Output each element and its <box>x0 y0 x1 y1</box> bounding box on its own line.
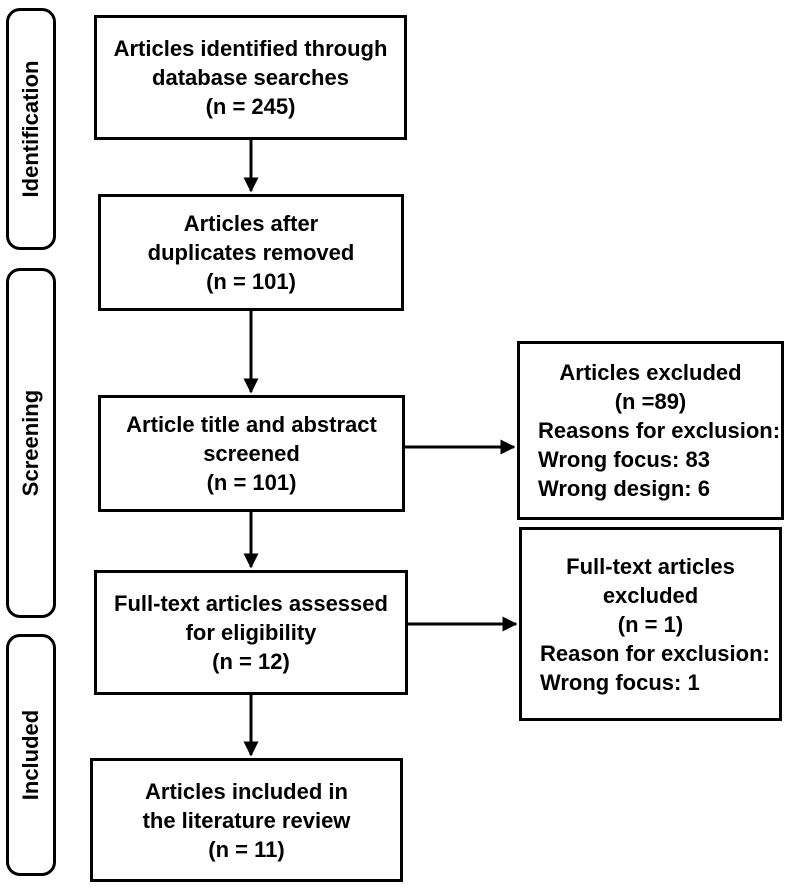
stage-label-identification: Identification <box>6 8 56 250</box>
box-included: Articles included in the literature revi… <box>90 758 403 882</box>
excluded-title: Articles excluded <box>559 360 742 385</box>
excluded-count: (n =89) <box>614 389 687 414</box>
identified-line-1: Articles identified through <box>113 36 388 61</box>
identified-line-2: database searches <box>152 65 349 90</box>
included-line-1: Articles included in <box>145 778 348 804</box>
included-count: (n = 11) <box>208 836 285 862</box>
box-screened: Article title and abstract screened (n =… <box>98 395 405 512</box>
screened-count: (n = 101) <box>206 470 297 495</box>
duplicates-line-2: duplicates removed <box>147 240 355 265</box>
identified-count: (n = 245) <box>205 94 296 119</box>
fulltext-line-2: for eligibility <box>185 620 317 645</box>
duplicates-count: (n = 101) <box>206 269 296 294</box>
fulltext-excluded-line-1: Full-text articles <box>566 553 735 579</box>
duplicates-line-1: Articles after <box>183 211 319 236</box>
screened-line-1: Article title and abstract <box>126 412 377 437</box>
excluded-reason-focus: Wrong focus: 83 <box>538 447 710 472</box>
excluded-reasons-heading: Reasons for exclusion: <box>538 418 781 443</box>
stage-label-screening: Screening <box>6 268 56 618</box>
fulltext-count: (n = 12) <box>212 649 290 674</box>
box-duplicates-removed: Articles after duplicates removed (n = 1… <box>98 194 404 311</box>
excluded-reason-design: Wrong design: 6 <box>538 476 710 501</box>
fulltext-excluded-count: (n = 1) <box>617 611 684 637</box>
included-line-2: the literature review <box>142 807 351 833</box>
fulltext-excluded-reason: Wrong focus: 1 <box>540 669 700 695</box>
fulltext-excluded-line-2: excluded <box>602 582 699 608</box>
box-articles-excluded: Articles excluded (n =89) Reasons for ex… <box>517 341 784 520</box>
screened-line-2: screened <box>203 441 300 466</box>
box-fulltext-assessed: Full-text articles assessed for eligibil… <box>94 570 408 695</box>
stage-label-included: Included <box>6 634 56 876</box>
fulltext-line-1: Full-text articles assessed <box>114 591 388 616</box>
box-identified: Articles identified through database sea… <box>94 15 407 140</box>
fulltext-excluded-reason-heading: Reason for exclusion: <box>540 640 770 666</box>
box-fulltext-excluded: Full-text articles excluded (n = 1) Reas… <box>519 527 782 721</box>
